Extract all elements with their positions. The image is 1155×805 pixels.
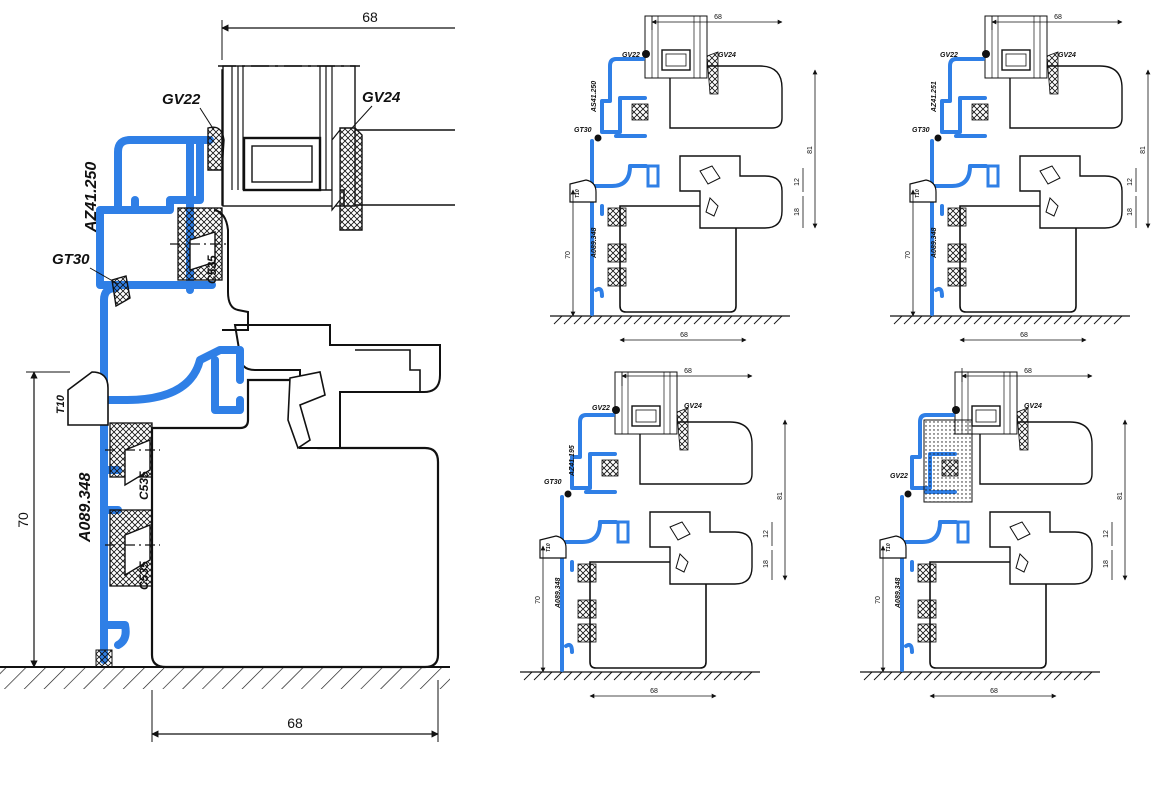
v4-label-frame: A089.348: [895, 578, 902, 609]
v4-dim-height: 70: [875, 596, 882, 604]
v1-label-sash: AS41.250: [591, 81, 598, 113]
v1-dim-top: 68: [714, 14, 722, 21]
ground-hatch: [0, 667, 450, 689]
v3-dim-r1: 12: [763, 530, 770, 538]
dimension-bottom: 68: [151, 680, 439, 742]
v3-dim-top: 68: [684, 368, 692, 375]
v2-label-gv24: GV24: [1058, 52, 1076, 59]
v1-label-gt30: GT30: [574, 127, 592, 134]
insulation-strips: [105, 207, 230, 587]
drip-cap-t10: [67, 371, 109, 426]
v4-dim-r2: 18: [1103, 560, 1110, 568]
v1-dim-bottom: 68: [680, 332, 688, 339]
gasket-gv22: [207, 126, 225, 171]
v4-label-gv24: GV24: [1024, 403, 1042, 410]
v4-label-gv22: GV22: [890, 473, 908, 480]
v2-dim-height: 70: [905, 251, 912, 259]
v2-label-t10: T10: [915, 189, 921, 198]
v2-label-sash: AZ41.251: [931, 81, 938, 113]
label-gt30: GT30: [52, 251, 90, 268]
label-frame-profile: A089.348: [77, 473, 94, 543]
main-section-drawing: 68 68 70 AZ41.250 A089.348 GV22 GV24 GT3…: [0, 9, 455, 742]
v3-label-sash: AZ41.195: [569, 445, 576, 477]
label-t10: T10: [55, 394, 67, 414]
dim-top-label: 68: [362, 9, 378, 25]
label-c535-top: C535: [205, 255, 219, 284]
hinge-detail: [287, 371, 326, 450]
v3-label-frame: A089.348: [555, 578, 562, 609]
label-c535-b: C535: [137, 561, 151, 590]
v1-dim-height: 70: [565, 251, 572, 259]
v4-dim-right: 81: [1117, 492, 1124, 500]
v4-dim-top: 68: [1024, 368, 1032, 375]
v1-dim-right: 81: [807, 146, 814, 154]
v4-solid-infill: [923, 419, 973, 503]
v2-dim-top: 68: [1054, 14, 1062, 21]
gasket-gt30: [111, 275, 131, 308]
v3-label-gv22: GV22: [592, 405, 610, 412]
v1-dim-r1: 12: [794, 178, 801, 186]
v2-label-frame: A089.348: [931, 228, 938, 259]
v2-label-gt30: GT30: [912, 127, 930, 134]
label-c535-a: C535: [137, 471, 151, 500]
dimension-top: 68: [221, 9, 455, 60]
v3-label-gt30: GT30: [544, 479, 562, 486]
v1-dim-r2: 18: [794, 208, 801, 216]
v1-label-gv24: GV24: [718, 52, 736, 59]
v1-label-t10: T10: [575, 189, 581, 198]
v4-label-t10: T10: [886, 543, 892, 552]
v2-dim-r2: 18: [1127, 208, 1134, 216]
label-sash-profile: AZ41.250: [83, 162, 100, 233]
v2-label-gv22: GV22: [940, 52, 958, 59]
v1-label-frame: A089.348: [591, 228, 598, 259]
v2-dim-right: 81: [1140, 146, 1147, 154]
variant-3-drawing: 68 68 70 81 12 18 AZ41.195 A089.348 GV22…: [518, 368, 788, 699]
v2-dim-bottom: 68: [1020, 332, 1028, 339]
variant-2-drawing: 68 68 70 81 12 18 AZ41.251 A089.348 GV22…: [888, 14, 1151, 343]
v3-label-t10: T10: [546, 543, 552, 552]
v3-dim-right: 81: [777, 492, 784, 500]
label-gv22: GV22: [162, 91, 201, 108]
glazing-bead-gv24: [339, 127, 363, 231]
v3-dim-bottom: 68: [650, 688, 658, 695]
dim-bottom-label: 68: [287, 715, 303, 731]
variant-1-drawing: 68 68 70 81 12 18 AS41.250 A089.348 GV22…: [548, 14, 818, 343]
v3-label-gv24: GV24: [684, 403, 702, 410]
v2-dim-r1: 12: [1127, 178, 1134, 186]
v3-dim-height: 70: [535, 596, 542, 604]
dim-height-label: 70: [15, 512, 31, 528]
variant-4-drawing: 68 68 70 81 12 18 A089.348 GV22 GV24 T10: [858, 368, 1128, 699]
label-gv24: GV24: [362, 89, 401, 106]
dimension-height: 70: [15, 371, 70, 668]
v4-dim-r1: 12: [1103, 530, 1110, 538]
frame-wood-block: [150, 378, 440, 669]
v3-dim-r2: 18: [763, 560, 770, 568]
v1-label-gv22: GV22: [622, 52, 640, 59]
v4-dim-bottom: 68: [990, 688, 998, 695]
